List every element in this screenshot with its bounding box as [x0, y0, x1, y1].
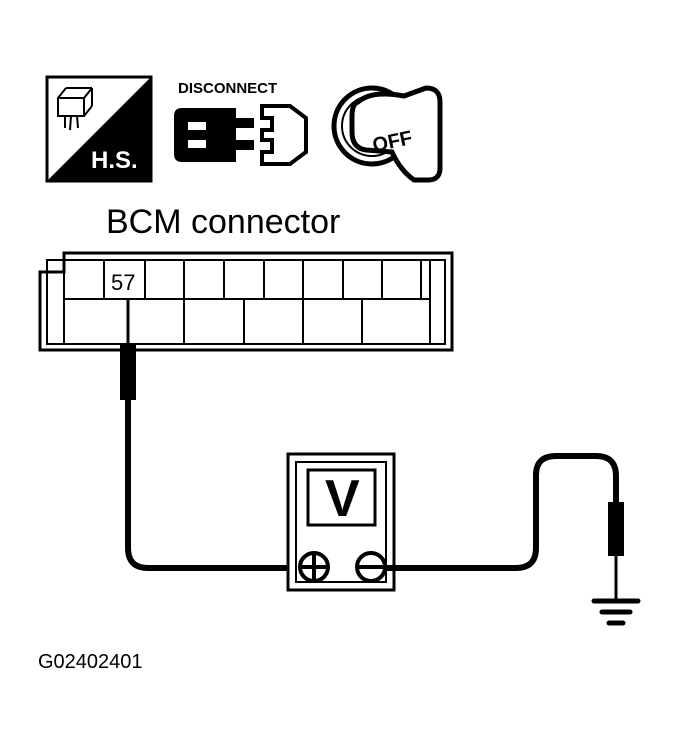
voltmeter-label: V — [325, 470, 360, 528]
voltmeter: V — [286, 452, 396, 592]
pin-57-label: 57 — [111, 270, 135, 295]
ground-icon — [591, 598, 641, 626]
figure-code: G02402401 — [38, 651, 143, 673]
disconnect-icon: DISCONNECT — [174, 80, 308, 166]
hs-label: H.S. — [91, 147, 138, 174]
disconnect-label: DISCONNECT — [178, 80, 277, 97]
negative-probe-lead — [385, 453, 624, 600]
ignition-off-icon: OFF — [331, 85, 443, 183]
positive-probe-lead — [120, 300, 292, 571]
bcm-connector — [38, 251, 454, 352]
harness-side-icon: H.S. — [45, 75, 153, 183]
connector-title: BCM connector — [106, 203, 340, 241]
